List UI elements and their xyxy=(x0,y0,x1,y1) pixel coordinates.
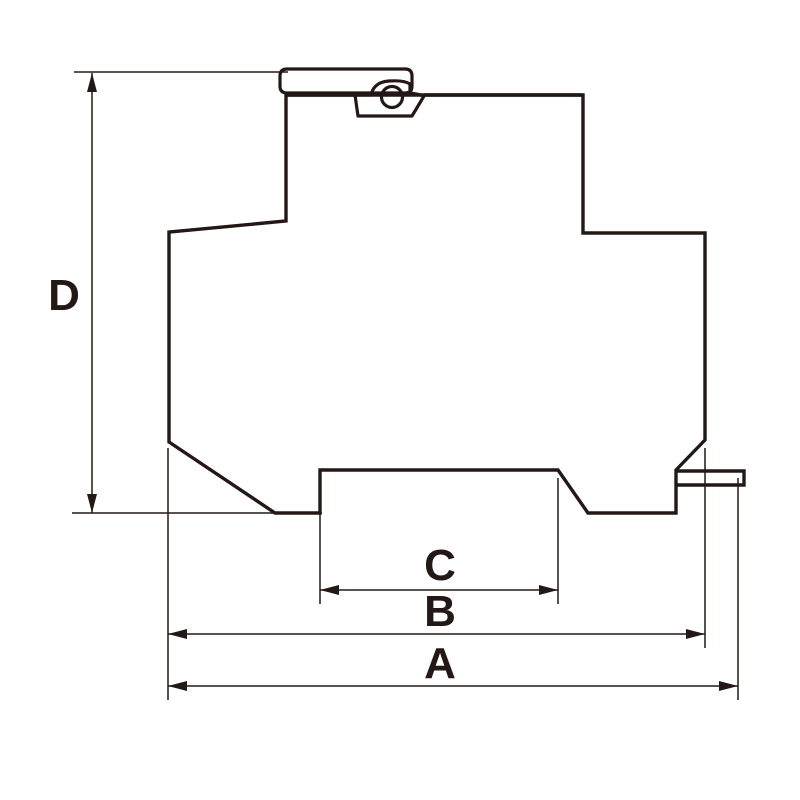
dim-c-arrow-right xyxy=(539,585,558,595)
dim-label-d: D xyxy=(48,271,80,320)
dim-label-b: B xyxy=(424,587,456,636)
dimension-c: C xyxy=(320,541,558,595)
dimension-a: A xyxy=(168,639,738,691)
dimension-b: B xyxy=(168,587,705,639)
dimension-d: D xyxy=(48,73,97,513)
dim-d-arrow-top xyxy=(87,73,97,92)
dim-d-arrow-bottom xyxy=(87,494,97,513)
latch-assembly xyxy=(278,67,583,118)
side-retaining-tab xyxy=(676,469,746,487)
latch-bar xyxy=(278,67,414,95)
side-tab-outline xyxy=(676,469,746,487)
dim-a-arrow-right xyxy=(719,681,738,691)
latch-pivot-boss xyxy=(353,79,426,118)
pivot-hole-circle xyxy=(379,84,405,110)
dim-c-arrow-left xyxy=(320,585,339,595)
enclosure-body-outline xyxy=(167,93,707,515)
body-profile-path xyxy=(167,93,707,515)
dim-label-a: A xyxy=(424,639,456,688)
dim-b-arrow-left xyxy=(168,629,187,639)
extension-lines xyxy=(72,71,739,700)
dim-a-arrow-left xyxy=(168,681,187,691)
dim-label-c: C xyxy=(424,541,456,590)
dim-b-arrow-right xyxy=(686,629,705,639)
